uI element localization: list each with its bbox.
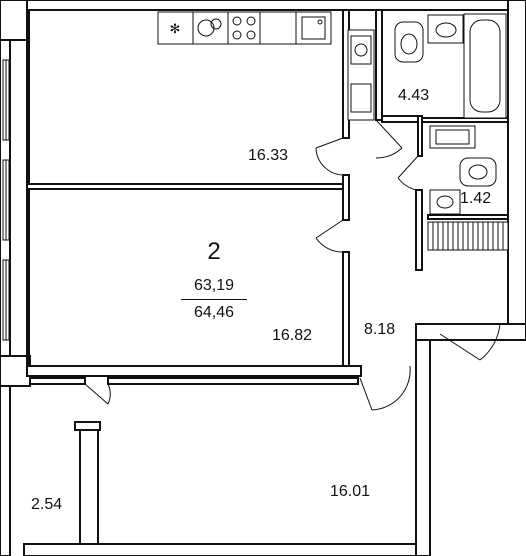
rooms-count: 2 <box>207 238 221 265</box>
total-area-value: 64,46 <box>193 304 235 321</box>
bathroom-area-label: 4.43 <box>398 87 430 104</box>
area-divider <box>181 299 247 300</box>
wc-area-label: 1.42 <box>460 190 492 207</box>
living-area-value: 63,19 <box>193 277 235 294</box>
apartment-summary: 2 63,19 64,46 <box>179 240 249 321</box>
kitchen-units: ✻ <box>157 11 375 121</box>
kitchen-area-label: 16.33 <box>248 147 289 164</box>
living-room-area-label: 16.01 <box>330 483 371 500</box>
doors <box>84 119 501 411</box>
svg-text:✻: ✻ <box>170 22 181 37</box>
interior-walls <box>26 9 509 545</box>
hall-area-label: 8.18 <box>364 321 396 338</box>
windows <box>2 59 10 341</box>
radiator <box>427 221 509 251</box>
bedroom-area-label: 16.82 <box>272 327 313 344</box>
bathroom-fixtures <box>394 13 507 215</box>
balcony-area-label: 2.54 <box>31 496 63 513</box>
